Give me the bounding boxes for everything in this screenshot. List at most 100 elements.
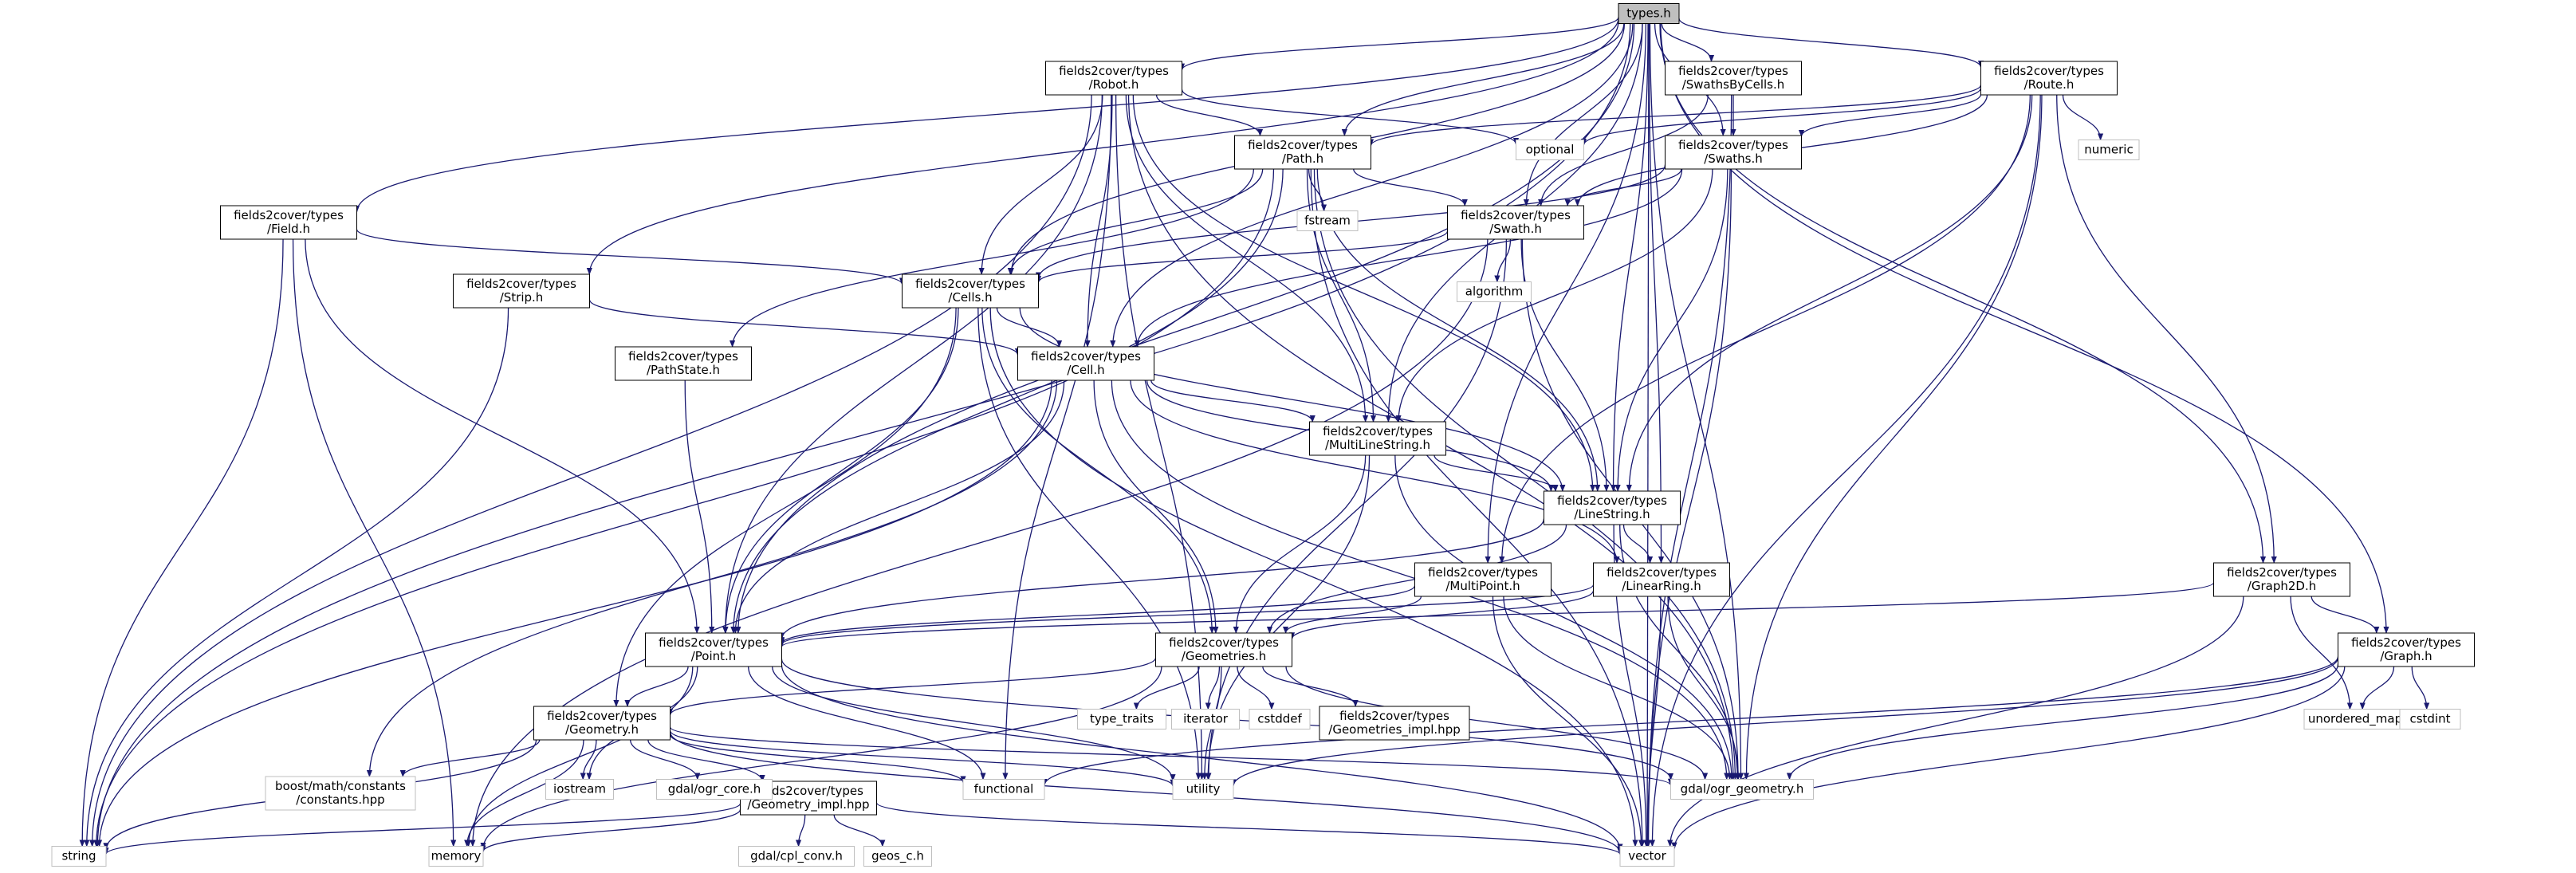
node-optional: optional — [1516, 140, 1584, 160]
node-types[interactable]: types.h — [1618, 3, 1680, 24]
node-point-box — [645, 632, 782, 667]
edge-path-to-cells — [1007, 168, 1264, 275]
node-pathstate-label: fields2cover/types — [628, 349, 738, 364]
node-multipoint-label: /MultiPoint.h — [1445, 579, 1520, 593]
edge-cells-to-utility — [977, 307, 1201, 781]
edge-linearring-to-vector — [1645, 596, 1662, 847]
node-strip-label: /Strip.h — [500, 290, 544, 305]
node-geometry[interactable]: fields2cover/types/Geometry.h — [533, 706, 671, 741]
edge-route-to-path — [1368, 85, 1982, 147]
node-boost_constants: boost/math/constants/constants.hpp — [265, 776, 416, 811]
node-cpl_conv-label: gdal/cpl_conv.h — [750, 849, 843, 864]
node-swaths[interactable]: fields2cover/types/Swaths.h — [1665, 135, 1802, 170]
node-pathstate-label: /PathState.h — [647, 363, 720, 377]
node-cstdint-box — [2399, 709, 2461, 729]
node-field[interactable]: fields2cover/types/Field.h — [220, 205, 357, 240]
edge-types-to-ogr_geometry — [1649, 23, 1744, 781]
edge-cell-to-geometries — [1093, 379, 1219, 634]
node-type_traits: type_traits — [1077, 709, 1166, 729]
node-multilinestring-label: /MultiLineString.h — [1325, 438, 1430, 452]
node-linearring-label: /LinearRing.h — [1622, 579, 1701, 593]
node-path[interactable]: fields2cover/types/Path.h — [1234, 135, 1371, 170]
node-graph[interactable]: fields2cover/types/Graph.h — [2338, 632, 2475, 667]
edge-multilinestring-to-linestring — [1434, 454, 1559, 492]
edge-route-to-ogr_geometry — [1743, 94, 2043, 781]
node-multipoint-box — [1414, 562, 1551, 597]
node-path-label: /Path.h — [1282, 151, 1323, 166]
edge-graph-to-cstdint — [2411, 666, 2430, 710]
node-unordered_map: unordered_map — [2303, 709, 2407, 729]
edge-route-to-optional — [1581, 88, 1982, 146]
node-graph2d-box — [2213, 562, 2350, 597]
node-utility: utility — [1172, 779, 1234, 800]
node-cstddef: cstddef — [1249, 709, 1311, 729]
edge-swath-to-linestring — [1520, 238, 1610, 492]
node-cell-label: fields2cover/types — [1031, 349, 1141, 364]
node-ogr_geometry-box — [1670, 779, 1814, 800]
edge-pathstate-to-point — [684, 379, 715, 634]
node-route[interactable]: fields2cover/types/Route.h — [1980, 61, 2118, 96]
edge-path-to-ogr_geometry — [1313, 168, 1738, 781]
edge-graph2d-to-vector — [1667, 596, 2244, 847]
node-swath-label: fields2cover/types — [1461, 208, 1571, 222]
node-geometry-box — [533, 706, 671, 741]
node-multilinestring[interactable]: fields2cover/types/MultiLineString.h — [1309, 421, 1446, 456]
node-geometries_impl-label: fields2cover/types — [1339, 709, 1449, 723]
edge-path-to-swath — [1353, 168, 1468, 206]
edge-geometries-to-iterator — [1205, 666, 1221, 710]
edge-robot-to-optional — [1181, 88, 1520, 145]
edge-robot-to-cells — [978, 94, 1103, 275]
node-geometries-label: /Geometries.h — [1182, 649, 1266, 663]
node-pathstate[interactable]: fields2cover/types/PathState.h — [615, 346, 752, 381]
node-cstdint-label: cstdint — [2409, 712, 2450, 726]
edge-geometry-to-boost_constants — [399, 739, 541, 777]
node-geometry-label: fields2cover/types — [547, 709, 657, 723]
node-strip-label: fields2cover/types — [466, 277, 576, 291]
edge-swath-to-utility — [1205, 238, 1508, 781]
edge-geometry_impl-to-cpl_conv — [795, 814, 806, 847]
node-multipoint-label: fields2cover/types — [1428, 565, 1538, 580]
node-linestring[interactable]: fields2cover/types/LineString.h — [1544, 490, 1681, 525]
node-geometries-box — [1155, 632, 1292, 667]
node-vector: vector — [1619, 846, 1675, 867]
node-robot[interactable]: fields2cover/types/Robot.h — [1045, 61, 1182, 96]
node-multipoint[interactable]: fields2cover/types/MultiPoint.h — [1414, 562, 1551, 597]
node-ogr_core: gdal/ogr_core.h — [656, 779, 773, 800]
node-strip[interactable]: fields2cover/types/Strip.h — [453, 273, 590, 309]
node-graph2d[interactable]: fields2cover/types/Graph2D.h — [2213, 562, 2350, 597]
edge-path-to-pathstate — [730, 168, 1255, 348]
node-swaths-label: /Swaths.h — [1704, 151, 1763, 166]
node-types-box — [1618, 3, 1680, 24]
edge-geometry-to-vector — [669, 731, 1623, 854]
node-point[interactable]: fields2cover/types/Point.h — [645, 632, 782, 667]
edge-robot-to-linestring — [1132, 94, 1596, 492]
edge-types-to-route — [1678, 18, 1984, 69]
edge-field-to-string — [79, 238, 284, 847]
node-path-box — [1234, 135, 1371, 170]
node-fstream-label: fstream — [1304, 214, 1351, 228]
node-graph2d-label: fields2cover/types — [2227, 565, 2337, 580]
edge-route-to-vector — [1649, 94, 2041, 847]
edge-geometry-to-ogr_core — [630, 739, 701, 781]
node-algorithm: algorithm — [1457, 281, 1532, 302]
node-geometries_impl-box — [1319, 706, 1470, 741]
node-swathsbycells[interactable]: fields2cover/types/SwathsByCells.h — [1665, 61, 1802, 96]
node-cells[interactable]: fields2cover/types/Cells.h — [902, 273, 1039, 309]
edge-geometries-to-cstddef — [1237, 666, 1275, 710]
node-linearring-box — [1593, 562, 1730, 597]
node-unordered_map-label: unordered_map — [2308, 712, 2402, 727]
node-geometries_impl[interactable]: fields2cover/types/Geometries_impl.hpp — [1319, 706, 1470, 741]
node-cell[interactable]: fields2cover/types/Cell.h — [1017, 346, 1154, 381]
edge-linestring-to-linearring — [1622, 524, 1654, 564]
node-type_traits-label: type_traits — [1090, 712, 1154, 727]
edge-cell-to-string — [96, 379, 1052, 847]
node-geometries[interactable]: fields2cover/types/Geometries.h — [1155, 632, 1292, 667]
edge-cells-to-point — [722, 307, 959, 634]
node-linearring[interactable]: fields2cover/types/LinearRing.h — [1593, 562, 1730, 597]
edge-strip-to-string — [84, 307, 509, 847]
node-robot-label: /Robot.h — [1089, 77, 1139, 92]
edge-multipoint-to-ogr_geometry — [1503, 596, 1733, 781]
node-swath[interactable]: fields2cover/types/Swath.h — [1447, 205, 1584, 240]
edge-types-to-swathsbycells — [1661, 23, 1715, 62]
node-swathsbycells-box — [1665, 61, 1802, 96]
